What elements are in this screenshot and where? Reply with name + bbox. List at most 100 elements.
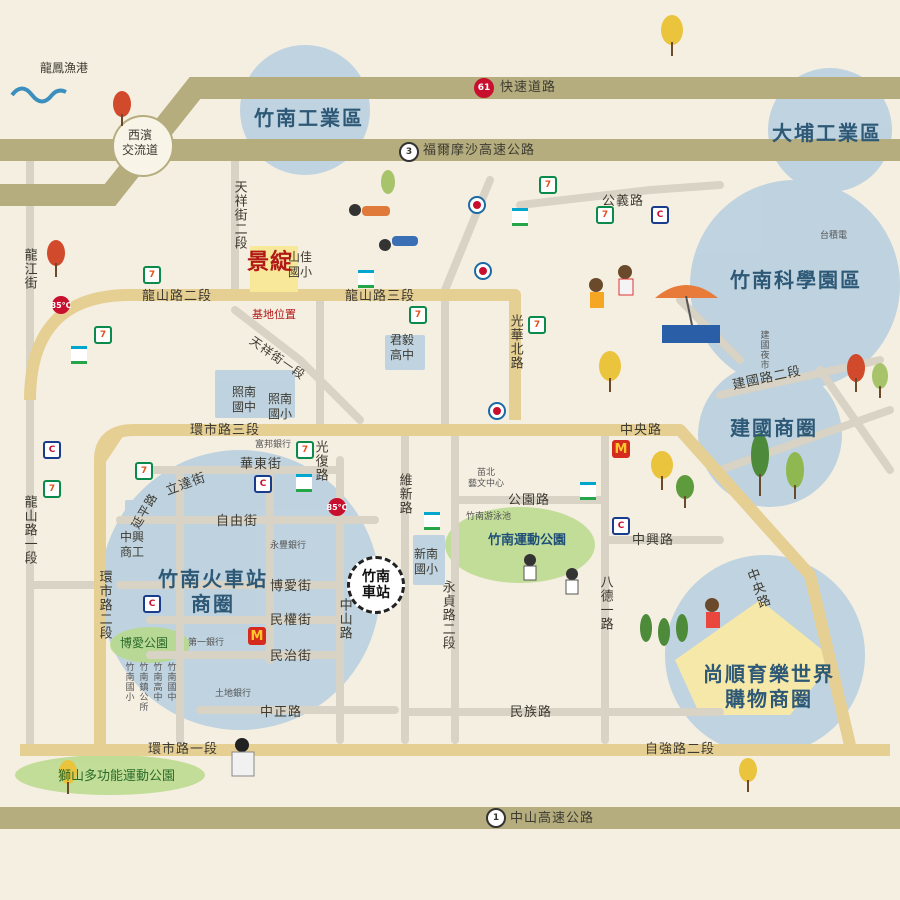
people-figures <box>231 204 720 777</box>
jianguo-circle <box>698 363 842 507</box>
shopping-center-label: 尚順育樂世界 購物商圈 <box>703 662 835 711</box>
seven-eleven-icon: 7 <box>539 176 557 194</box>
huanshi-2-label: 環市路二段 <box>96 570 112 640</box>
seven-eleven-icon: 7 <box>143 266 161 284</box>
guangfu-label: 光復路 <box>312 440 328 482</box>
familymart-icon <box>358 270 374 288</box>
yongfeng-bank-label: 永豐銀行 <box>270 541 307 551</box>
seven-eleven-icon: 7 <box>409 306 427 324</box>
first-bank-label: 第一銀行 <box>188 638 225 648</box>
longshan-2-label: 龍山路二段 <box>142 289 213 304</box>
shanjia-school-label: 山佳 國小 <box>288 250 313 279</box>
85c-bakery-icon: 85°C <box>327 498 348 516</box>
zhaonan-el-label: 照南 國小 <box>268 392 293 421</box>
seven-eleven-icon: 7 <box>296 441 314 459</box>
seven-eleven-icon: 7 <box>94 326 112 344</box>
station-label: 竹南 車站 <box>362 568 390 601</box>
xinnan-school-label: 新南 國小 <box>414 547 439 576</box>
weixin-label: 維新路 <box>396 473 412 515</box>
trees <box>47 15 888 794</box>
minquan-st-label: 民權街 <box>270 613 313 628</box>
zhongzheng-label: 中正路 <box>260 705 303 720</box>
school-block-zhongxing <box>125 500 165 560</box>
seven-eleven-icon: 7 <box>528 316 546 334</box>
route-3-shield: 3 <box>399 142 419 162</box>
jianguo-market-label: 建國夜市 <box>758 330 769 370</box>
minzu-label: 民族路 <box>510 705 553 720</box>
sports-park-shape <box>445 507 595 583</box>
familymart-icon <box>71 346 87 364</box>
minzhi-st-label: 民治街 <box>270 649 313 664</box>
tianxiang-2-label: 天祥街二段 <box>231 180 247 250</box>
zhongxing-label: 中興路 <box>632 533 675 548</box>
carrefour-icon: C <box>254 475 272 493</box>
expressway-label: 快速道路 <box>500 80 557 95</box>
facility-icon <box>474 262 492 280</box>
interchange-label: 西濱 交流道 <box>122 128 159 157</box>
facility-icon <box>488 402 506 420</box>
wave-icon <box>10 86 67 104</box>
land-bank-label: 土地銀行 <box>215 689 252 699</box>
interchange-marker <box>112 115 174 177</box>
industrial-zone-label: 竹南工業區 <box>254 106 364 130</box>
longjiang-label: 龍江街 <box>21 248 37 290</box>
longshan-1-label: 龍山路一段 <box>21 495 37 565</box>
ziqiang-2-label: 自強路二段 <box>645 742 716 757</box>
zhongshan-highway-label: 中山高速公路 <box>510 811 595 826</box>
tsmc-label: 台積電 <box>820 231 848 241</box>
pool-label: 竹南游泳池 <box>466 512 512 522</box>
zhunan-station: 竹南 車站 <box>347 556 405 614</box>
zhunan-el-label: 竹南國小 <box>123 662 134 702</box>
site-name: 景綻 <box>247 249 294 275</box>
huanshi-1-label: 環市路一段 <box>148 742 219 757</box>
guanghua-north-label: 光華北路 <box>507 314 523 370</box>
junyi-school-label: 君毅 高中 <box>390 333 415 362</box>
zhongxing-voc-label: 中興 商工 <box>120 530 145 559</box>
seven-eleven-icon: 7 <box>596 206 614 224</box>
boai-st-label: 博愛街 <box>270 579 313 594</box>
seven-eleven-icon: 7 <box>135 462 153 480</box>
bade-1-label: 八德一路 <box>597 575 613 631</box>
carrefour-icon: C <box>612 517 630 535</box>
dapu-industrial-label: 大埔工業區 <box>772 121 882 145</box>
site-highlight <box>250 246 298 292</box>
station-business-label: 竹南火車站 商圈 <box>158 567 268 616</box>
familymart-icon <box>424 512 440 530</box>
85c-bakery-icon: 85°C <box>51 296 72 314</box>
school-block-zhaonan <box>215 370 295 418</box>
familymart-icon <box>580 482 596 500</box>
carrefour-icon: C <box>651 206 669 224</box>
shishan-park-label: 獅山多功能運動公園 <box>58 769 176 784</box>
route-61-shield: 61 <box>474 78 494 98</box>
sports-park-label: 竹南運動公園 <box>488 533 567 548</box>
familymart-icon <box>512 208 528 226</box>
huadong-st-label: 華東街 <box>240 457 283 472</box>
seven-eleven-icon: 7 <box>43 480 61 498</box>
jianguo-business-label: 建國商圈 <box>730 416 818 440</box>
site-label: 基地位置 <box>252 308 296 321</box>
mcdonalds-icon: M <box>612 440 630 458</box>
boai-park-label: 博愛公園 <box>120 636 169 650</box>
zhaonan-jr-label: 照南 國中 <box>232 385 257 414</box>
zhunan-jr-label: 竹南國中 <box>165 662 176 702</box>
fubang-bank-label: 富邦銀行 <box>255 440 292 450</box>
art-center-label: 苗北 藝文中心 <box>468 468 505 490</box>
familymart-icon <box>296 474 312 492</box>
route-1-shield: 1 <box>486 808 506 828</box>
zhunan-high-label: 竹南高中 <box>151 662 162 702</box>
science-park-label: 竹南科學園區 <box>730 268 862 292</box>
facility-icon <box>468 196 486 214</box>
mcdonalds-icon: M <box>248 627 266 645</box>
longshan-3-label: 龍山路三段 <box>345 289 416 304</box>
formosa-highway-label: 福爾摩沙高速公路 <box>423 143 536 158</box>
zhongyang-label: 中央路 <box>620 423 663 438</box>
gongyuan-label: 公園路 <box>508 493 551 508</box>
gongyi-label: 公義路 <box>602 194 645 209</box>
huanshi-3-label: 環市路三段 <box>190 423 261 438</box>
school-block-junyi <box>385 335 425 370</box>
fishing-port-label: 龍鳳漁港 <box>40 61 89 75</box>
shopping-area-shape <box>675 600 835 715</box>
science-park-circle <box>690 180 900 390</box>
yongzhen-2-label: 永貞路二段 <box>439 580 455 650</box>
